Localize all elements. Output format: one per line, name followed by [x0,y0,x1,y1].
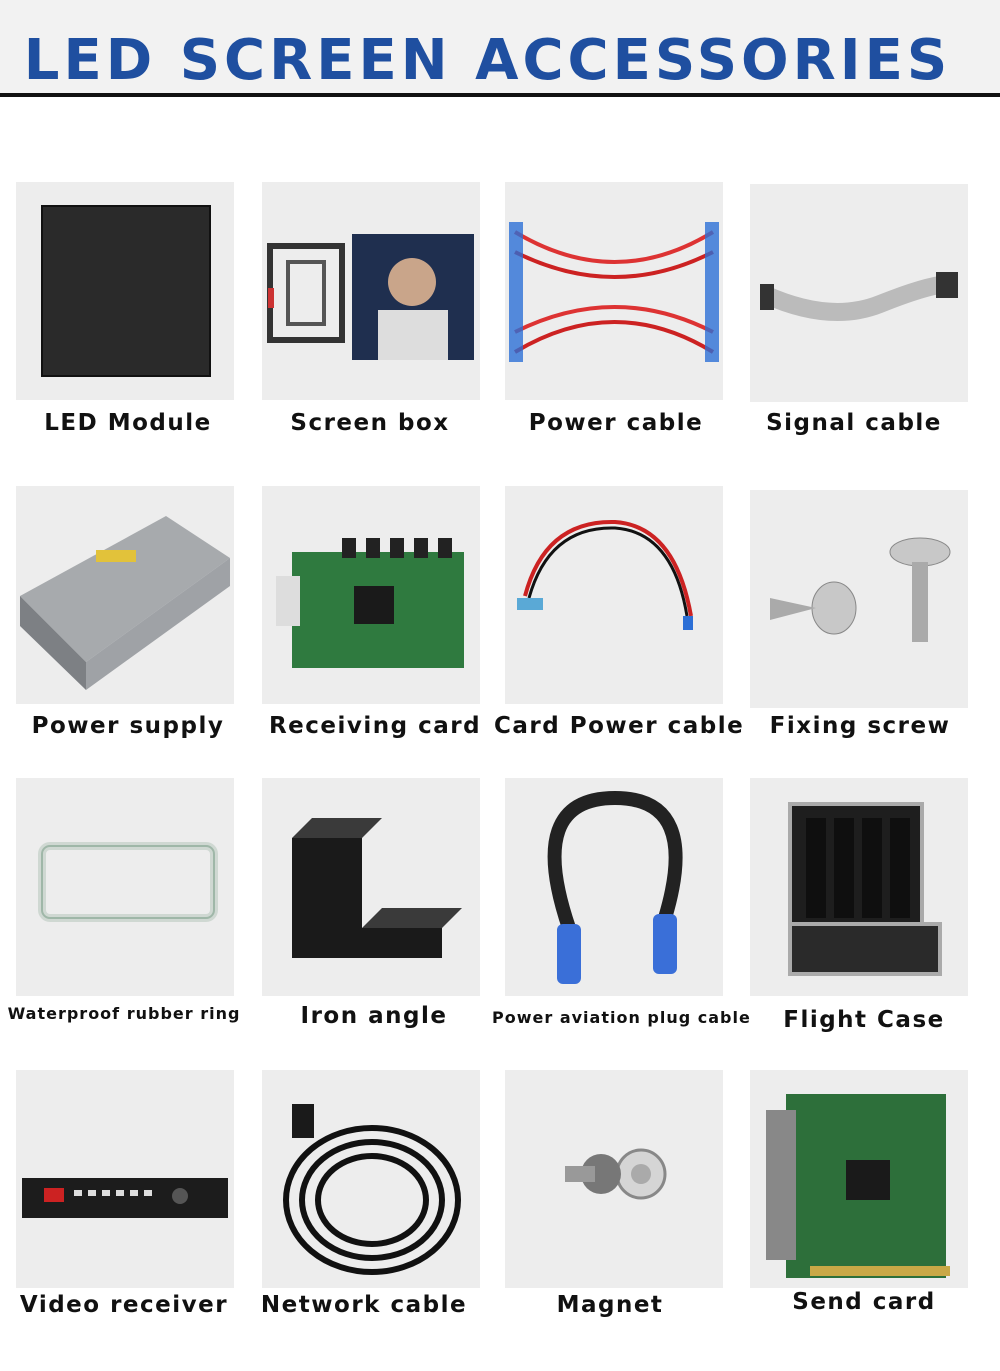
item-label-flight-case: Flight Case [783,1007,945,1033]
item-label-power-cable: Power cable [528,410,704,436]
network-cable-icon [262,1070,480,1288]
item-label-fixing-screw: Fixing screw [769,713,951,739]
item-label-network-cable: Network cable [260,1292,468,1318]
item-label-card-power-cable: Card Power cable [494,713,745,739]
screen-box-icon [262,182,480,400]
iron-angle-icon [262,778,480,996]
signal-cable-icon [750,184,968,402]
item-label-rubber-ring: Waterproof rubber ring [7,1004,241,1023]
card-power-cable-icon [505,486,723,704]
header-divider [0,93,1000,97]
header: LED SCREEN ACCESSORIES [0,0,1000,97]
item-label-power-supply: Power supply [31,713,225,739]
flight-case-icon [750,778,968,996]
item-label-magnet: Magnet [556,1292,664,1318]
magnet-icon [505,1070,723,1288]
item-label-send-card: Send card [792,1289,936,1315]
aviation-plug-cable-icon [505,778,723,996]
item-label-iron-angle: Iron angle [300,1003,448,1029]
fixing-screw-icon [750,490,968,708]
item-label-receiving-card: Receiving card [268,713,482,739]
video-receiver-icon [16,1070,234,1288]
item-label-screen-box: Screen box [290,410,450,436]
rubber-ring-icon [16,778,234,996]
receiving-card-icon [262,486,480,704]
item-label-aviation-plug-cable: Power aviation plug cable [492,1008,751,1027]
page-title: LED SCREEN ACCESSORIES [23,28,952,93]
item-label-led-module: LED Module [44,410,212,436]
item-label-video-receiver: Video receiver [19,1292,229,1318]
send-card-icon [750,1070,968,1288]
led-module-icon [16,182,234,400]
power-cable-icon [505,182,723,400]
item-label-signal-cable: Signal cable [766,410,942,436]
power-supply-icon [16,486,234,704]
